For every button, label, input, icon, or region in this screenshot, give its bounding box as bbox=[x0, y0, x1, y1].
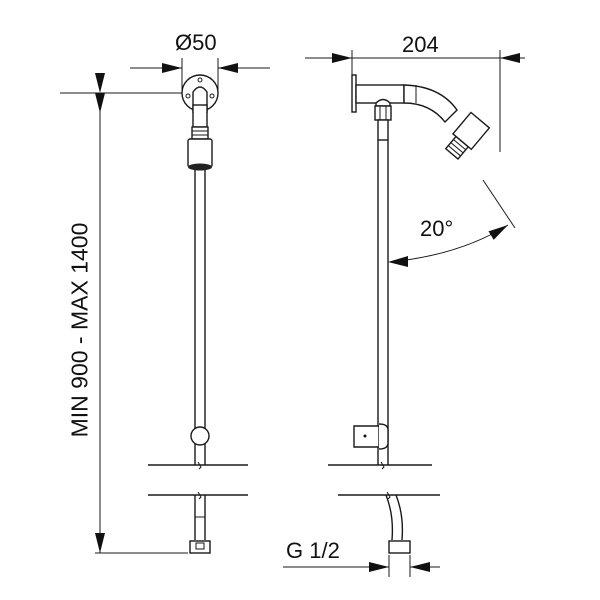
shower-head-side bbox=[451, 111, 491, 151]
front-view bbox=[60, 58, 270, 554]
projection-label: 204 bbox=[402, 32, 439, 57]
side-view bbox=[283, 50, 525, 577]
pipe-ball-joint bbox=[190, 426, 210, 446]
height-range-label: MIN 900 - MAX 1400 bbox=[66, 222, 93, 438]
diameter-label: Ø50 bbox=[175, 30, 217, 55]
inlet-fitting-front bbox=[189, 540, 211, 554]
thread-label: G 1/2 bbox=[286, 538, 340, 563]
shower-head-front bbox=[187, 138, 213, 168]
inlet-fitting-side bbox=[388, 540, 411, 554]
angle-label: 20° bbox=[420, 216, 454, 241]
